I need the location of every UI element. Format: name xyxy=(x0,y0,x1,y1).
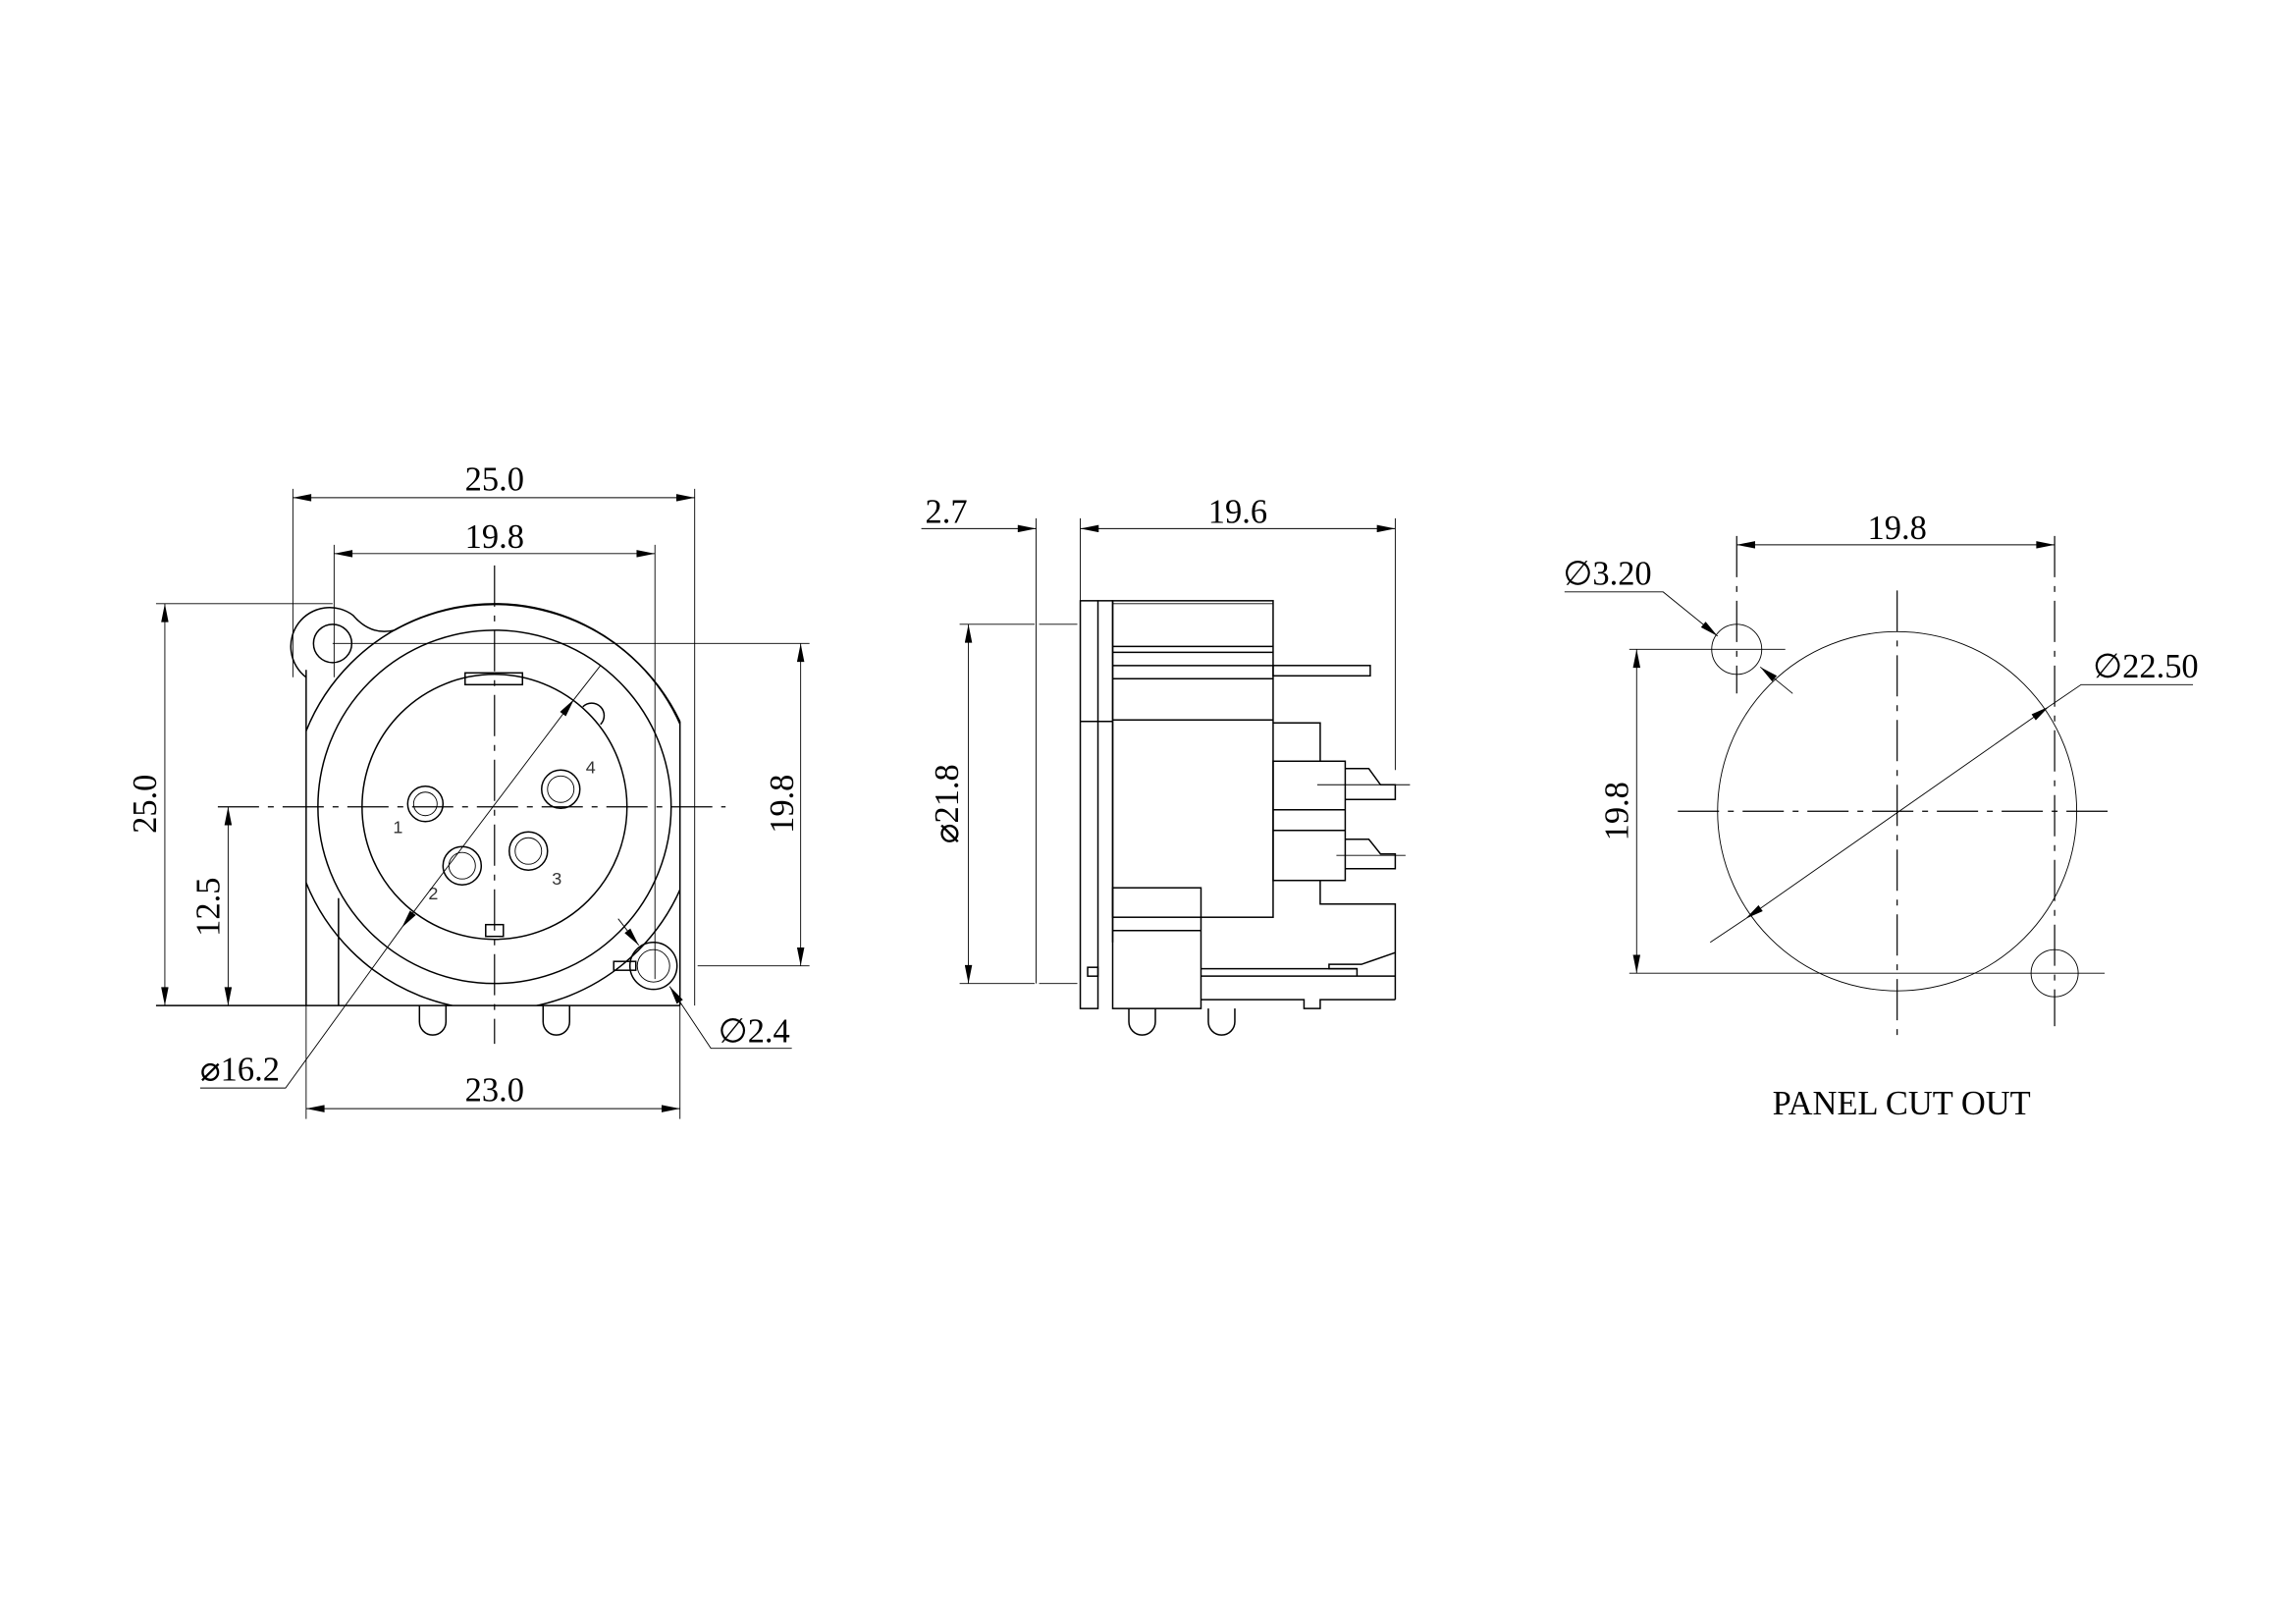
housing xyxy=(1111,600,1274,918)
side-view: 2.7 19.6 ⌀21.8 xyxy=(921,493,1411,1036)
pin-label-4: 4 xyxy=(586,757,596,777)
pcb-foot xyxy=(418,1005,448,1036)
dim-flange-thickness: 2.7 xyxy=(926,493,968,530)
pcb-foot xyxy=(1207,1008,1236,1036)
dim-cutout-hole-spacing-v: 19.8 xyxy=(1598,782,1635,840)
dim-hole-spacing-h: 19.8 xyxy=(465,518,524,556)
panel-cutout-view: 19.8 19.8 ∅3.20 ∅22.50 PANEL CUT OUT xyxy=(1563,510,2198,1122)
front-view: 1 2 3 4 25.0 19.8 25.0 12.5 19.8 23.0 xyxy=(127,460,810,1119)
flange xyxy=(1079,600,1099,1009)
dim-overall-height: 25.0 xyxy=(127,775,164,834)
dim-hole-diameter: ∅2.4 xyxy=(719,1013,790,1051)
dim-hole-spacing-v: 19.8 xyxy=(764,775,801,834)
dim-insert-diameter: ⌀16.2 xyxy=(200,1052,280,1089)
pin-label-3: 3 xyxy=(552,869,561,889)
pin-3 xyxy=(508,831,549,871)
pin-4 xyxy=(541,769,581,810)
panel-cutout-caption: PANEL CUT OUT xyxy=(1773,1085,2031,1122)
pin-label-1: 1 xyxy=(393,818,402,838)
pcb-foot xyxy=(1128,1008,1156,1036)
latch-notch xyxy=(582,702,606,726)
dim-cutout-hole-spacing-h: 19.8 xyxy=(1868,510,1927,547)
dim-body-width: 23.0 xyxy=(465,1072,524,1110)
pin-label-2: 2 xyxy=(428,884,438,903)
dim-cutout-hole-diameter: ∅3.20 xyxy=(1563,555,1651,592)
pin-1 xyxy=(406,785,445,823)
dim-center-height: 12.5 xyxy=(189,878,227,937)
dim-overall-width: 25.0 xyxy=(465,460,524,498)
top-pin xyxy=(1272,665,1371,677)
key-notch-top xyxy=(464,672,524,686)
dim-cutout-diameter: ∅22.50 xyxy=(2093,648,2199,685)
dim-side-diameter: ⌀21.8 xyxy=(929,764,966,843)
pcb-foot xyxy=(542,1005,571,1036)
dim-body-depth: 19.6 xyxy=(1208,493,1267,530)
mounting-hole-bottom-right xyxy=(628,941,678,991)
